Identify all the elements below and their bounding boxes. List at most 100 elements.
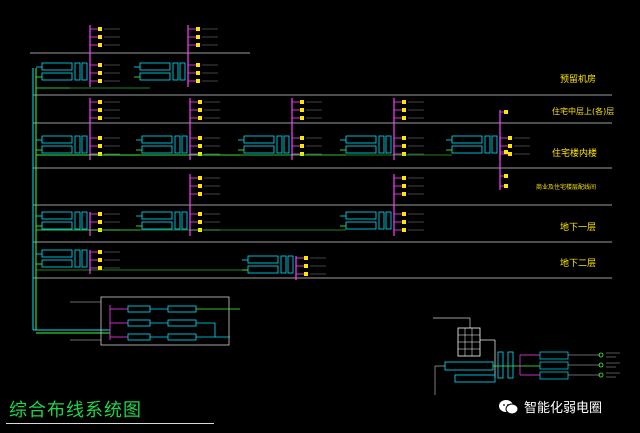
outlet-icon [504,150,508,154]
switch [451,145,483,154]
outlet-icon [402,212,406,216]
switch [139,72,171,81]
watermark-text: 智能化弱电圈 [524,401,603,416]
diagram-title: 综合布线系统图 [9,400,142,421]
outlet-icon [98,116,102,120]
switch [247,265,279,274]
outlet-icon [402,144,406,148]
odf [74,211,81,230]
outlet-icon [196,71,200,75]
odf [81,211,88,230]
outlet-icon [304,272,308,276]
patch-panel [41,62,73,71]
patch-panel [41,211,73,220]
outlet-icon [402,108,406,112]
outlet-icon [402,152,406,156]
odf [74,62,81,81]
floor-label-b2: 地下二层 [560,259,597,269]
outlet-icon [402,100,406,104]
switch [243,145,275,154]
switch [141,221,173,230]
odf [378,135,385,154]
outlet-icon [504,110,508,114]
outlet-icon [300,152,304,156]
odf [174,135,181,154]
outlet-icon [198,100,202,104]
odf [74,249,81,268]
floor-label-note: 商业及住宅楼层配线间 [536,184,597,191]
odf [280,255,287,274]
outlet-icon [196,79,200,83]
backbone-risers [32,68,110,334]
odf [283,135,290,154]
outlet-icon [402,192,406,196]
outlet-icon [198,152,202,156]
outlet-icon [198,136,202,140]
outlet-icon [300,100,304,104]
outlet-icon [196,35,200,39]
detail-legend [433,317,620,395]
outlet-icon [98,79,102,83]
outlet-icon [98,35,102,39]
switch [345,145,377,154]
floor-label-residential: 住宅楼内楼 [552,149,598,159]
outlet-icon [198,144,202,148]
outlet-icon [196,27,200,31]
patch-panel [451,135,483,144]
outlet-icon [198,116,202,120]
patch-panel [345,211,377,220]
outlet-icon [98,250,102,254]
outlet-icon [504,184,508,188]
wechat-logo-icon [498,398,520,416]
outlet-icon [98,27,102,31]
odf [172,62,179,81]
outlet-icon [402,228,406,232]
outlet-icon [198,184,202,188]
odf [181,135,188,154]
patch-panel [141,211,173,220]
outlet-icon [98,63,102,67]
outlet-icon [98,100,102,104]
outlet-icon [402,136,406,140]
odf [174,211,181,230]
odf [287,255,294,274]
odf [81,249,88,268]
distribution-units [36,25,530,280]
odf [74,135,81,154]
outlet-icon [196,43,200,47]
outlet-icon [300,144,304,148]
odf [385,211,392,230]
outlet-icon [98,136,102,140]
outlet-icon [198,108,202,112]
outlet-icon [98,144,102,148]
patch-panel [247,255,279,264]
patch-panel [41,249,73,258]
title-underline [6,423,214,424]
outlet-icon [300,136,304,140]
outlet-icon [98,152,102,156]
outlet-icon [196,63,200,67]
odf [491,135,498,154]
switch [345,221,377,230]
outlet-icon [402,220,406,224]
odf [276,135,283,154]
odf [81,135,88,154]
outlet-icon [508,144,512,148]
patch-panel [41,135,73,144]
odf [179,62,186,81]
outlet-icon [508,136,512,140]
outlet-icon [304,264,308,268]
equipment-room [70,296,240,346]
outlet-icon [304,256,308,260]
switch [41,221,73,230]
odf [181,211,188,230]
outlet-icon [98,212,102,216]
outlet-icon [300,116,304,120]
switch [41,72,73,81]
outlet-icon [98,108,102,112]
odf [378,211,385,230]
outlet-icon [402,184,406,188]
switch [41,259,73,268]
odf [385,135,392,154]
